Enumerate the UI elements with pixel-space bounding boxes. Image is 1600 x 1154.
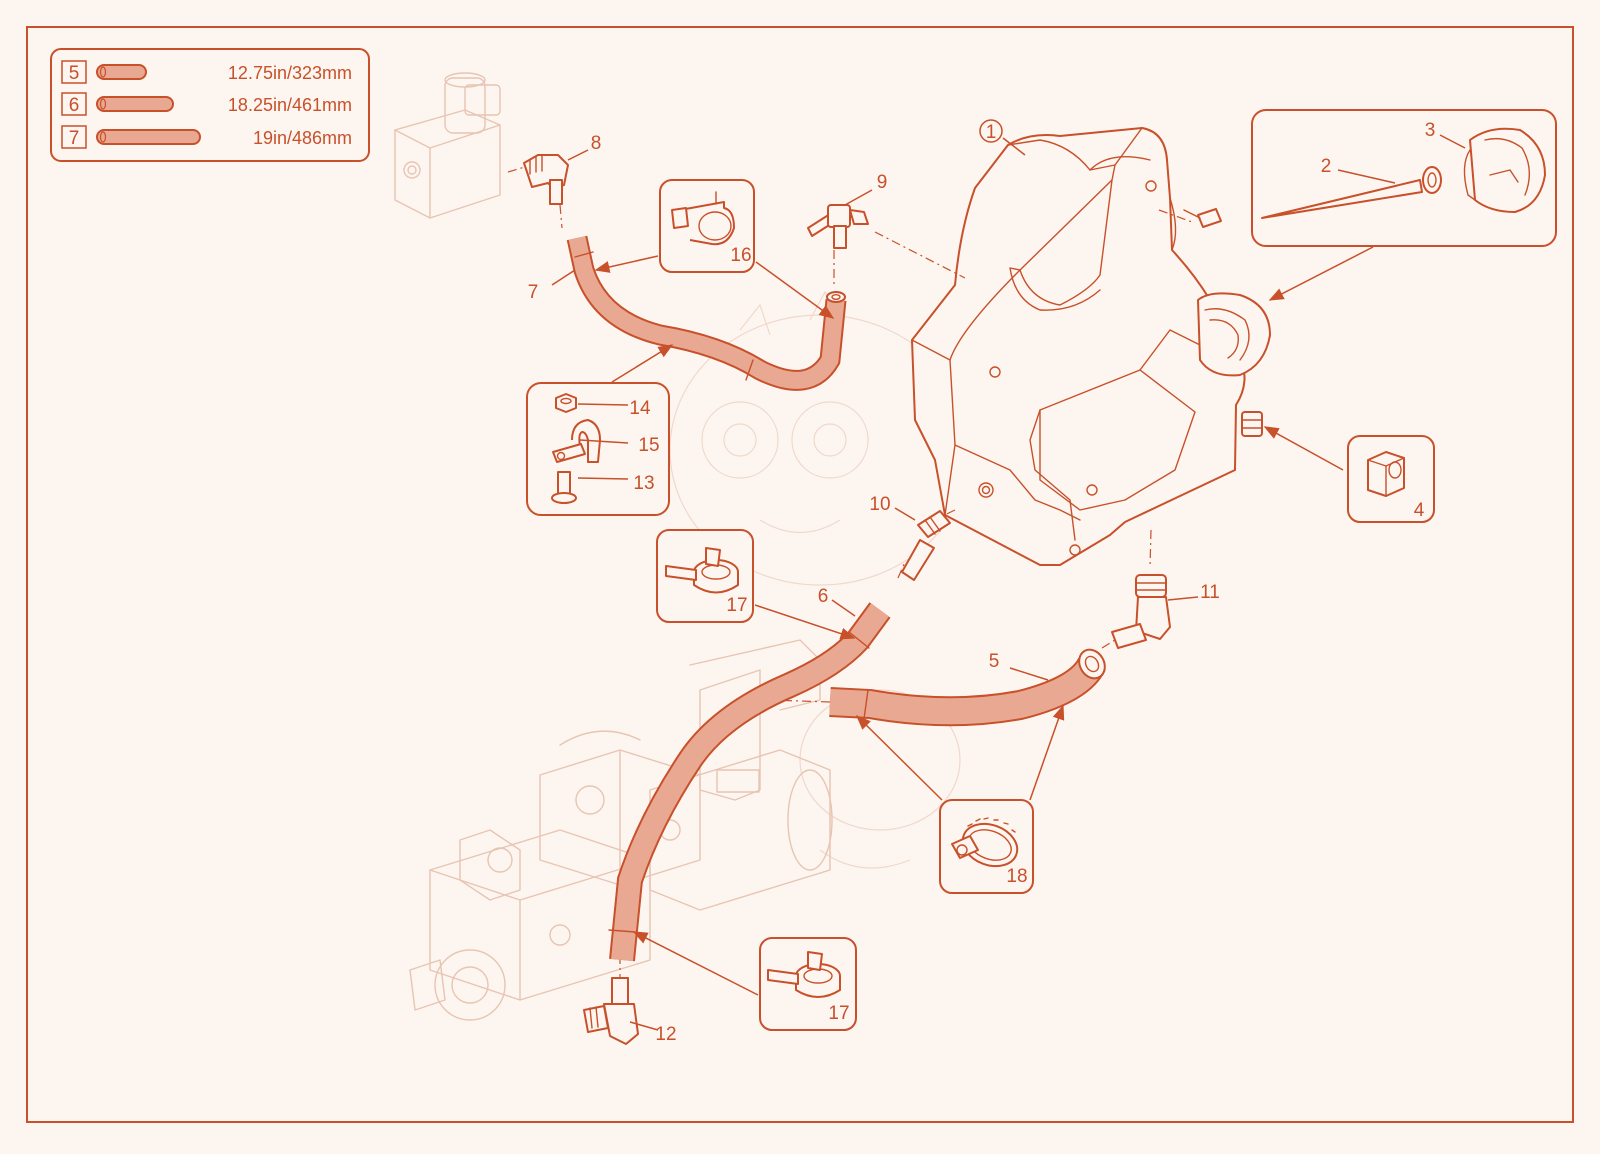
callout-15: 15 [638,435,659,456]
hose-5 [829,648,1106,727]
legend-length: 12.75in/323mm [228,63,352,83]
inset-clamp-17-lower [759,937,857,1031]
callout-7: 7 [528,282,539,303]
legend-id: 7 [69,128,80,149]
leader-lines [551,134,1466,1031]
angled-fitting-10 [901,510,951,581]
tank-filler-neck [1197,292,1271,377]
inset-hose-clamp-18 [939,799,1034,894]
legend-id: 5 [69,63,80,84]
diagram-frame [26,26,1574,1123]
callout-17-lower: 17 [828,1003,849,1024]
legend-hose-bar [96,64,147,80]
reservoir-tank [911,127,1246,566]
callout-11: 11 [1200,582,1220,603]
legend-row-6: 6 18.25in/461mm [61,92,352,116]
tank-side-port [1241,411,1263,437]
inset-clamp-17-upper [656,529,754,623]
inset-cap-and-dipstick [1251,109,1557,247]
callout-14: 14 [629,398,651,419]
elbow-fitting-8 [523,154,569,205]
callout-6: 6 [818,586,829,607]
legend-length: 19in/486mm [253,128,352,148]
callout-circle-1 [979,119,1003,143]
callout-2: 2 [1321,156,1332,177]
callout-1: 1 [986,122,997,143]
callout-5: 5 [989,651,1000,672]
legend-length: 18.25in/461mm [228,95,352,115]
tank-mount-bolt [1183,208,1222,228]
callout-10: 10 [869,494,890,515]
elbow-fitting-11 [1111,574,1171,649]
inset-nut-4 [1347,435,1435,523]
hose-7 [566,235,847,391]
callout-13: 13 [633,473,654,494]
callout-4: 4 [1414,500,1425,521]
legend-row-5: 5 12.75in/323mm [61,60,352,84]
callout-3: 3 [1425,120,1436,141]
inset-clip-hardware [526,382,670,516]
tee-fitting-9 [807,204,869,249]
callout-8: 8 [591,133,602,154]
legend-row-7: 7 19in/486mm [61,125,352,149]
faint-valve-block [394,72,501,219]
hose-length-legend: 5 12.75in/323mm 6 18.25in/461mm 7 19in/4… [50,48,370,162]
legend-hose-bar [96,129,201,145]
callout-18: 18 [1006,866,1027,887]
callout-9: 9 [877,172,888,193]
callout-17-upper: 17 [726,595,747,616]
legend-hose-bar [96,96,174,112]
faint-hydraulic-pump [409,639,833,1021]
callout-16: 16 [730,245,751,266]
hose-6 [608,602,891,962]
inset-clamp-16 [659,179,755,273]
callout-12: 12 [655,1024,676,1045]
callout-labels: 1 2 3 4 5 6 7 8 9 10 11 12 13 14 15 16 1… [528,119,1436,1045]
elbow-fitting-12 [583,977,639,1045]
legend-id: 6 [69,95,80,116]
